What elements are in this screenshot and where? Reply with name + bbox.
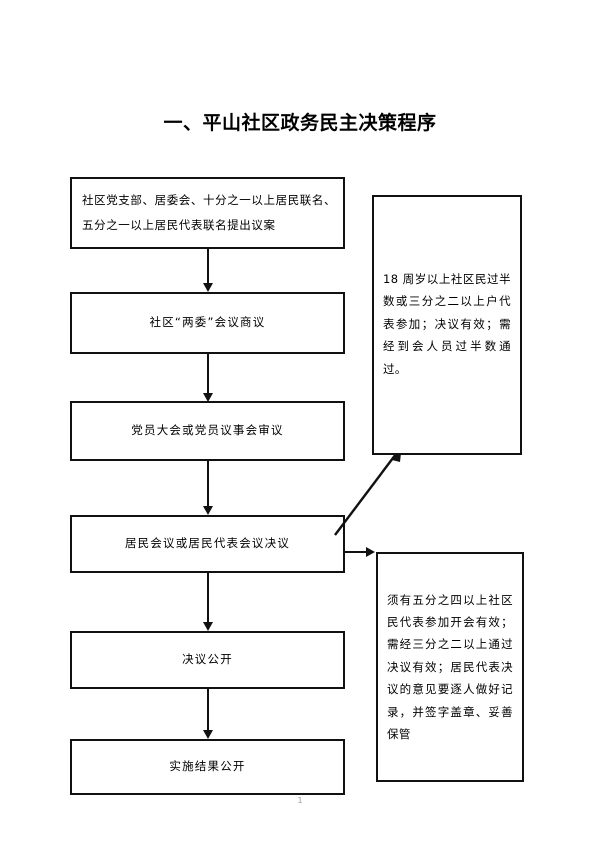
note-quorum-text: 18 周岁以上社区民过半数或三分之二以上户代表参加；决议有效；需经到会人员过半数… <box>383 271 511 376</box>
flow-step-result-public[interactable]: 实施结果公开 <box>70 739 345 795</box>
flow-step-proposal-label: 社区党支部、居委会、十分之一以上居民联名、 五分之一以上居民代表联名提出议案 <box>82 193 337 232</box>
page-title: 一、平山社区政务民主决策程序 <box>163 112 437 134</box>
arrow-down-icon <box>203 730 213 739</box>
flow-step-residents-resolution-label: 居民会议或居民代表会议决议 <box>124 536 291 551</box>
connector-residents-to-resolution-public <box>207 573 209 625</box>
connector-proposal-to-two-committees <box>207 249 209 285</box>
arrow-down-icon <box>203 506 213 515</box>
arrow-down-icon <box>203 393 213 402</box>
arrow-down-icon <box>203 283 213 292</box>
connector-party-review-to-residents <box>207 461 209 509</box>
note-representative-text: 须有五分之四以上社区民代表参加开会有效；需经三分之二以上通过决议有效；居民代表决… <box>387 592 513 742</box>
flow-step-proposal[interactable]: 社区党支部、居委会、十分之一以上居民联名、 五分之一以上居民代表联名提出议案 <box>70 177 345 249</box>
flow-step-residents-resolution[interactable]: 居民会议或居民代表会议决议 <box>70 515 345 573</box>
page-number: 1 <box>297 796 303 805</box>
note-representative[interactable]: 须有五分之四以上社区民代表参加开会有效；需经三分之二以上通过决议有效；居民代表决… <box>376 552 524 782</box>
flow-step-resolution-public[interactable]: 决议公开 <box>70 631 345 689</box>
connector-two-committees-to-party-review <box>207 354 209 396</box>
arrow-down-icon <box>203 622 213 631</box>
diagonal-arrow-to-quorum-note <box>334 444 402 536</box>
flow-step-two-committees[interactable]: 社区“两委”会议商议 <box>70 292 345 354</box>
connector-resolution-public-to-result-public <box>207 689 209 733</box>
note-quorum[interactable]: 18 周岁以上社区民过半数或三分之二以上户代表参加；决议有效；需经到会人员过半数… <box>372 195 522 455</box>
flow-step-result-public-label: 实施结果公开 <box>169 759 246 774</box>
arrow-right-icon <box>366 547 375 557</box>
flow-step-resolution-public-label: 决议公开 <box>182 652 233 667</box>
flow-step-party-review-label: 党员大会或党员议事会审议 <box>131 423 284 438</box>
connector-residents-to-representative-note <box>345 551 367 553</box>
flow-step-two-committees-label: 社区“两委”会议商议 <box>149 315 266 330</box>
flow-step-party-review[interactable]: 党员大会或党员议事会审议 <box>70 401 345 461</box>
